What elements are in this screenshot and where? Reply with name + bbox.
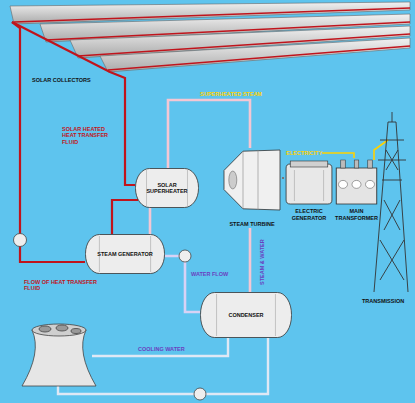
cooling-pump — [194, 388, 206, 400]
superheater-vessel: SOLAR SUPERHEATER — [135, 168, 199, 208]
pipe-label: SOLAR COLLECTORS — [32, 77, 91, 83]
pipe — [165, 256, 200, 312]
receiver-pipes — [14, 8, 410, 70]
node-label: STEAM GENERATOR — [97, 251, 152, 257]
pipe-label: FLOW OF HEAT TRANSFER FLUID — [24, 279, 114, 292]
pipe — [149, 208, 152, 234]
pipe-label: COOLING WATER — [138, 346, 185, 352]
heat-transfer-loop — [12, 22, 138, 262]
steam-turbine: STEAM TURBINE — [222, 148, 282, 228]
solar-collectors — [10, 2, 410, 72]
node-label: ELECTRIC GENERATOR — [284, 208, 334, 221]
node-label: MAIN TRANSFORMER — [334, 208, 379, 221]
pipe-label: SUPERHEATED STEAM — [200, 91, 262, 97]
water-pump — [179, 250, 191, 262]
steam-turbine-shape — [222, 148, 282, 228]
pipe-label: TRANSMISSION — [362, 298, 404, 304]
steam-generator-vessel: STEAM GENERATOR — [85, 234, 165, 274]
condenser-vessel: CONDENSER — [200, 292, 292, 338]
cooling-tower — [22, 324, 96, 386]
node-label: CONDENSER — [228, 312, 263, 318]
fluid-pump — [14, 234, 27, 247]
pipe-label: SOLAR HEATED HEAT TRANSFER FLUID — [62, 126, 118, 145]
node-label: SOLAR SUPERHEATER — [143, 182, 191, 195]
pipe-label: WATER FLOW — [191, 271, 228, 277]
electric-generator: ELECTRIC GENERATOR — [284, 160, 334, 222]
transmission-tower — [374, 112, 408, 292]
electricity-line — [322, 140, 388, 160]
main-transformer: MAIN TRANSFORMER — [334, 158, 379, 222]
pipe-label: STEAM & WATER — [259, 238, 265, 286]
pipe-label: ELECTRICITY — [286, 150, 322, 156]
shaft-link — [282, 177, 284, 179]
node-label: STEAM TURBINE — [229, 221, 274, 227]
pipe — [249, 228, 252, 292]
